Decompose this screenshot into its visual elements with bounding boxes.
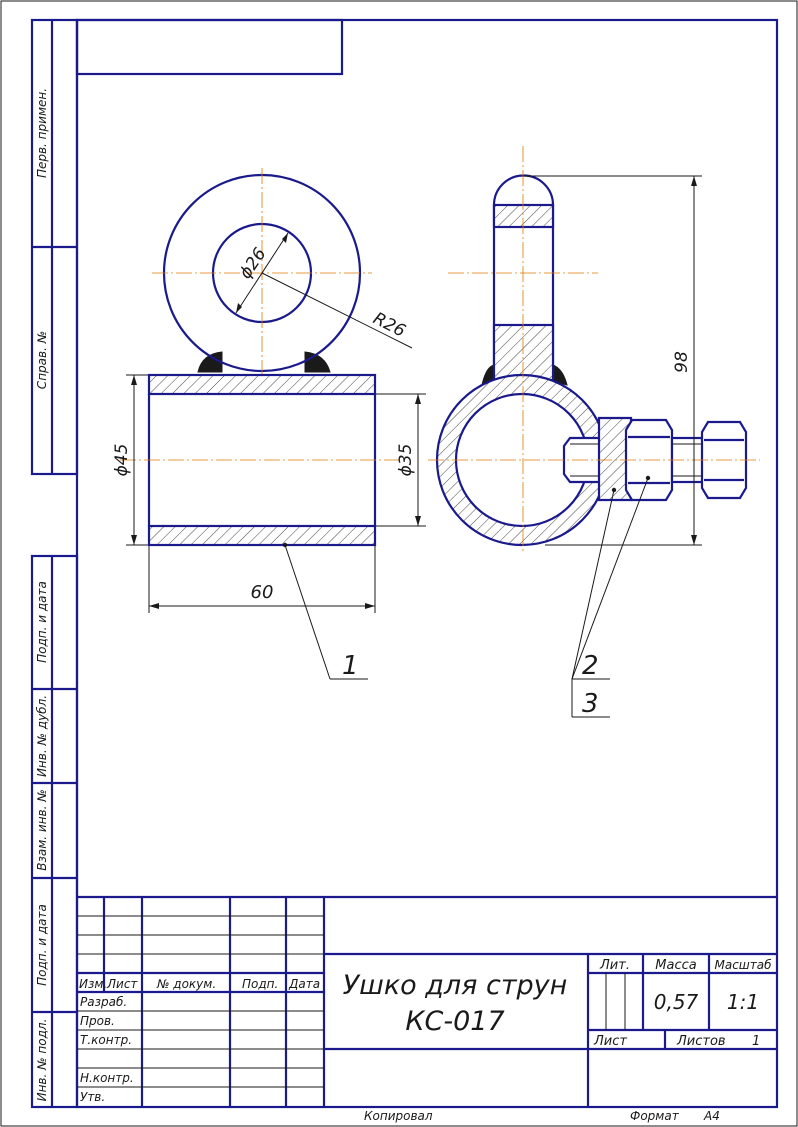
list-label: Лист bbox=[593, 1034, 627, 1049]
col-data: Дата bbox=[288, 977, 320, 991]
col-list: Лист bbox=[106, 977, 138, 991]
col-docnum: № докум. bbox=[156, 977, 216, 991]
row-utv: Утв. bbox=[80, 1090, 105, 1104]
masshtab-value: 1:1 bbox=[727, 990, 759, 1014]
side-label-inv-dubl: Инв. № дубл. bbox=[35, 695, 49, 777]
side-label-vzam-inv: Взам. инв. № bbox=[35, 789, 49, 870]
sheet-footer: Копировал Формат А4 bbox=[364, 1109, 720, 1123]
right-dimensions: 98 bbox=[523, 175, 702, 546]
callout-2-3: 2 3 bbox=[571, 475, 651, 719]
col-podp: Подп. bbox=[242, 977, 278, 991]
side-label-inv-podl: Инв. № подл. bbox=[35, 1019, 49, 1102]
side-labels: Перв. примен. Справ. № Подп. и дата Инв.… bbox=[35, 88, 49, 1101]
left-dimensions: ϕ26 R26 ϕ45 ϕ35 60 bbox=[112, 232, 426, 613]
col-izm: Изм. bbox=[79, 977, 107, 991]
hdr-masshtab: Масштаб bbox=[714, 958, 772, 972]
row-razrab: Разраб. bbox=[80, 995, 127, 1009]
callout-pos-1: 1 bbox=[342, 651, 359, 681]
massa-value: 0,57 bbox=[654, 990, 699, 1014]
side-label-sprav-nomer: Справ. № bbox=[35, 331, 49, 389]
rod-section-top bbox=[492, 203, 555, 229]
tube-wall-top bbox=[147, 373, 377, 396]
dim-diameter-26: ϕ26 bbox=[236, 244, 271, 283]
dim-diameter-35: ϕ35 bbox=[396, 444, 416, 477]
drawing-title-line1: Ушко для струн bbox=[343, 970, 568, 1001]
row-tkontr: Т.контр. bbox=[80, 1033, 132, 1047]
dim-diameter-45: ϕ45 bbox=[112, 444, 132, 477]
row-nkontr: Н.контр. bbox=[80, 1071, 134, 1085]
rod-section-bottom bbox=[492, 323, 555, 382]
dim-height-98: 98 bbox=[672, 351, 692, 373]
dim-length-60: 60 bbox=[251, 582, 274, 603]
listov-value: 1 bbox=[752, 1034, 760, 1049]
kopiroval-label: Копировал bbox=[364, 1109, 433, 1123]
drawing-title-line2: КС-017 bbox=[405, 1006, 504, 1037]
format-label: Формат bbox=[630, 1109, 680, 1123]
row-prov: Пров. bbox=[80, 1014, 115, 1028]
weld-right-view-right bbox=[552, 364, 568, 386]
hdr-massa: Масса bbox=[655, 958, 696, 973]
format-value: А4 bbox=[703, 1109, 720, 1123]
callout-pos-2: 2 bbox=[582, 651, 599, 681]
side-label-perv-primen: Перв. примен. bbox=[35, 88, 49, 178]
side-label-podp-data-2: Подп. и дата bbox=[35, 904, 49, 986]
title-block: Изм. Лист № докум. Подп. Дата Разраб. Пр… bbox=[77, 895, 777, 1107]
callout-pos-3: 3 bbox=[582, 689, 599, 719]
callout-1: 1 bbox=[282, 542, 368, 681]
tube-wall-bottom bbox=[147, 524, 377, 547]
left-view bbox=[120, 168, 405, 547]
right-view bbox=[428, 146, 760, 552]
hdr-lit: Лит. bbox=[599, 958, 630, 973]
side-label-podp-data-1: Подп. и дата bbox=[35, 581, 49, 663]
listov-label: Листов bbox=[676, 1034, 726, 1049]
